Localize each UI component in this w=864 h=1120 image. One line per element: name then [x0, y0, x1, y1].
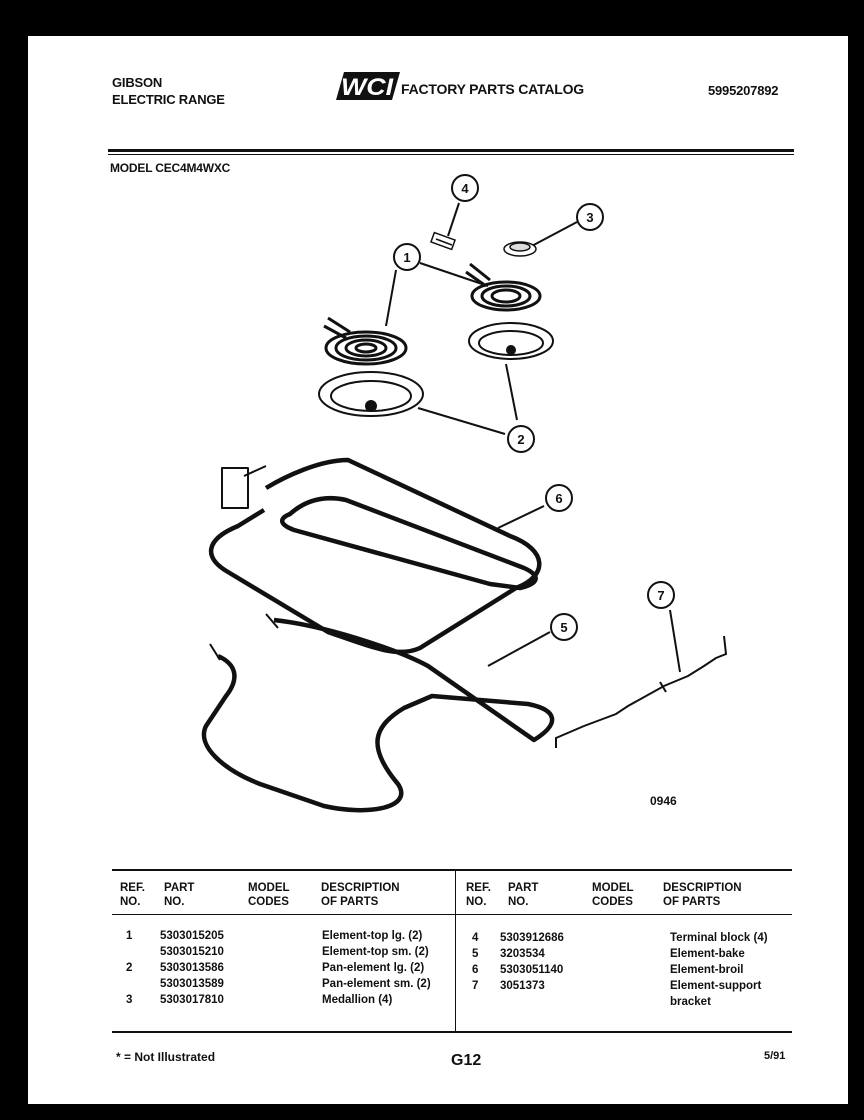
drip-pan-small: [468, 322, 554, 360]
bake-element: [201, 613, 555, 813]
callout-1: [393, 243, 421, 271]
drip-pan-large: [318, 371, 424, 417]
svg-text:2: 2: [517, 432, 524, 447]
diagram-code: 0946: [650, 794, 677, 808]
catalog-number: 5995207892: [708, 83, 779, 98]
callout-4: [451, 174, 479, 202]
svg-text:6: 6: [555, 491, 562, 506]
th-ref-right: REF.NO.: [466, 882, 491, 908]
svg-text:4: 4: [461, 181, 469, 196]
model-label: MODEL CEC4M4WXC: [110, 161, 231, 175]
product-name: ELECTRIC RANGE: [112, 92, 225, 107]
table-bottom-rule: [112, 1031, 792, 1033]
terminal-block: [429, 231, 457, 251]
table-divider: [455, 870, 456, 1031]
not-illustrated-note: * = Not Illustrated: [116, 1050, 216, 1064]
surface-element-large: [323, 316, 408, 366]
th-ref-left: REF.NO.: [120, 882, 145, 908]
svg-text:5: 5: [560, 620, 567, 635]
broil-element: [209, 457, 542, 655]
callout-layer: 1 2 3 4 5 6 7: [393, 174, 675, 641]
catalog-date: 5/91: [764, 1050, 786, 1062]
callout-2: [507, 425, 535, 453]
brand-name: GIBSON: [112, 75, 163, 90]
parts-catalog-page: GIBSON ELECTRIC RANGE WCI FACTORY PARTS …: [28, 36, 848, 1104]
exploded-diagram: [201, 202, 728, 813]
element-support-bracket: [555, 635, 728, 748]
svg-text:7: 7: [657, 588, 664, 603]
header-rule-thin: [108, 154, 794, 155]
wci-logo: WCI: [334, 70, 402, 102]
page-number: G12: [451, 1052, 482, 1069]
svg-text:1: 1: [403, 250, 410, 265]
table-top-rule: [112, 869, 792, 871]
callout-7: [647, 581, 675, 609]
callout-6: [545, 484, 573, 512]
svg-text:3: 3: [586, 210, 593, 225]
logo-text: WCI: [341, 74, 394, 101]
catalog-title: FACTORY PARTS CATALOG: [401, 81, 584, 97]
callout-5: [550, 613, 578, 641]
surface-element-small: [465, 262, 542, 312]
table-header-rule: [112, 914, 792, 915]
medallion: [503, 241, 537, 257]
brand-block: GIBSON ELECTRIC RANGE: [112, 74, 225, 108]
callout-3: [576, 203, 604, 231]
header-rule: [108, 149, 794, 152]
